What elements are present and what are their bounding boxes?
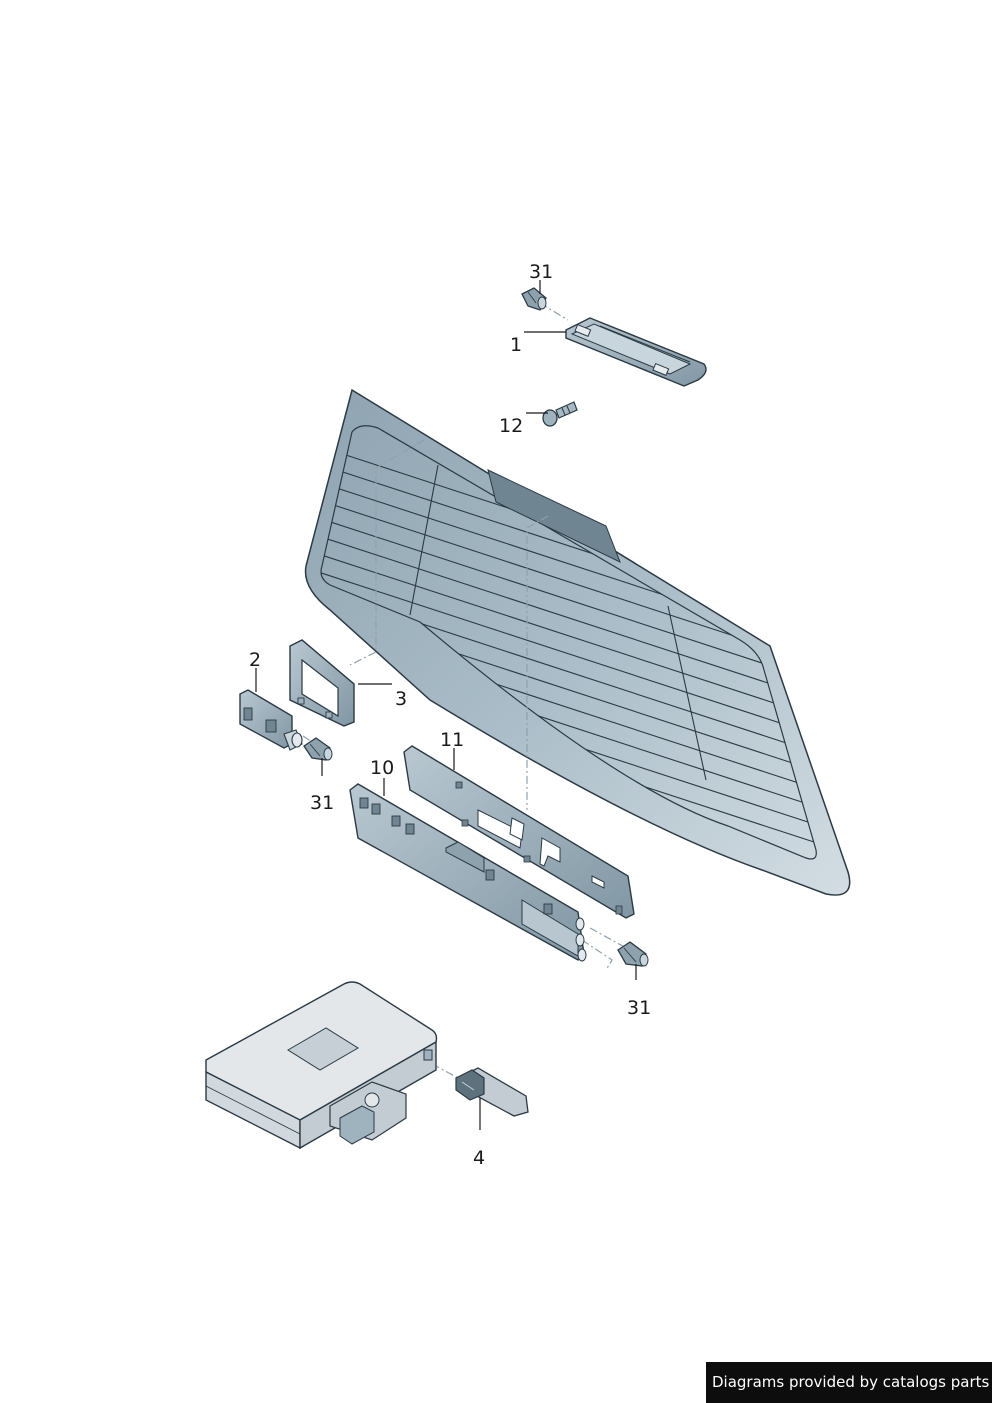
part-3-frame — [289, 639, 355, 727]
leader-lines — [255, 280, 637, 1130]
glass-pane — [304, 388, 851, 896]
glass-inner-border — [320, 425, 817, 860]
rear-window-glass — [304, 388, 851, 896]
part-31-bulb-holder-right — [617, 941, 649, 967]
part-31-bulb-holder-left — [303, 737, 333, 761]
callout-12: 12 — [499, 415, 523, 437]
third-brake-light-recess — [487, 469, 621, 564]
callout-1: 1 — [510, 334, 522, 356]
part-4-connector — [455, 1067, 529, 1117]
control-unit-box — [205, 981, 438, 1150]
part-10-lamp-carrier — [349, 783, 587, 962]
callout-31-top: 31 — [529, 261, 553, 283]
callout-10: 10 — [370, 757, 394, 779]
callout-11: 11 — [440, 729, 464, 751]
diagram-credit-banner: Diagrams provided by catalogs parts — [706, 1362, 992, 1403]
callout-4: 4 — [473, 1147, 485, 1169]
part-31-bulb-holder-top — [521, 287, 547, 311]
callout-2: 2 — [249, 649, 261, 671]
part-11-cover-plate — [403, 745, 635, 919]
part-2-lamp-unit — [239, 689, 303, 751]
callout-3: 3 — [395, 688, 407, 710]
callout-31-right: 31 — [627, 997, 651, 1019]
callout-31-left: 31 — [310, 792, 334, 814]
part-1-brake-light — [565, 317, 707, 387]
part-12-screw — [542, 401, 578, 427]
